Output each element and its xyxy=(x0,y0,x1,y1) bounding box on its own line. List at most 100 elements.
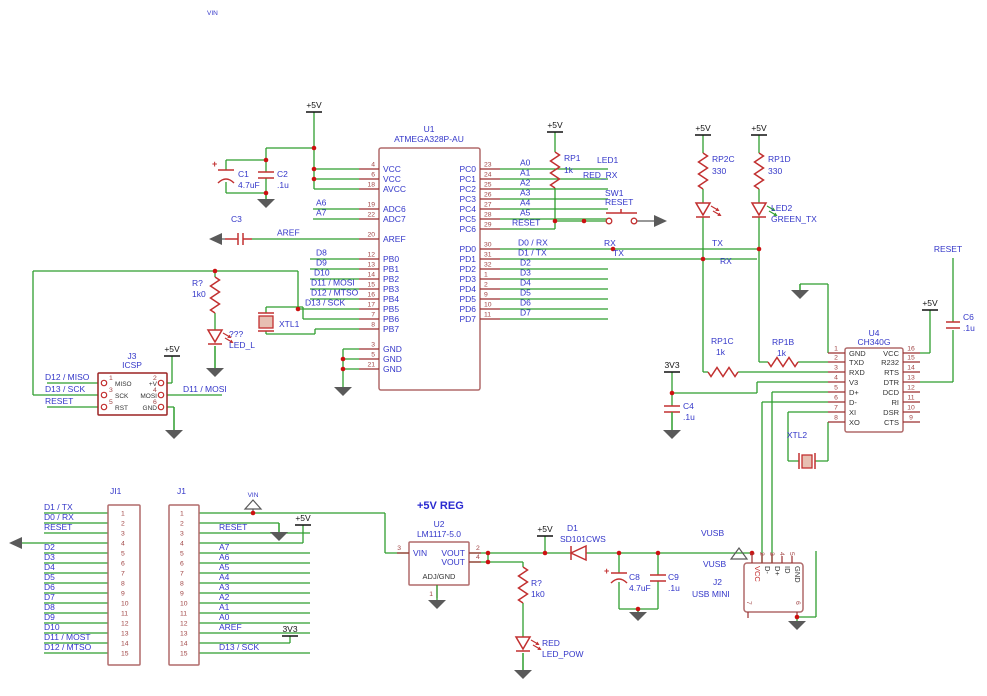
u2-value: LM1117-5.0 xyxy=(417,529,461,539)
j1-refdes: J1 xyxy=(177,486,186,496)
u4-pin-name: RXD xyxy=(849,368,865,377)
led-arrow-head-icon xyxy=(773,212,778,216)
junction-dot xyxy=(212,268,218,274)
resistor-rp1b-icon xyxy=(767,356,799,368)
j2-pin-name: D+ xyxy=(773,566,782,576)
rp1d-value: 330 xyxy=(768,166,782,176)
u4-box xyxy=(844,347,904,433)
net-label: D9 xyxy=(44,612,55,622)
u1-pin-name: PB7 xyxy=(383,324,399,334)
u2-pin-number: 1 xyxy=(429,591,433,598)
generated-pin-stubs xyxy=(359,168,920,423)
gnd-ji1-icon xyxy=(9,537,22,549)
u2-pin-number: 3 xyxy=(397,545,401,552)
led-arrow-head-icon xyxy=(771,207,776,211)
u4-pin-number: 4 xyxy=(834,375,838,382)
v3v3-label: 3V3 xyxy=(664,360,679,370)
ji1-pin-number: 11 xyxy=(121,611,128,618)
u1-pin-number: 25 xyxy=(484,182,492,189)
j1-pin-number: 1 xyxy=(180,511,184,518)
j2-pin-name: D- xyxy=(763,566,772,574)
junction-dot xyxy=(263,157,269,163)
c2-value: .1u xyxy=(277,180,289,190)
u4-pin-name: D+ xyxy=(849,388,859,397)
junction-dot xyxy=(542,550,548,556)
net-label: D12 / MTSO xyxy=(311,288,359,298)
u1-pin-number: 32 xyxy=(484,262,492,269)
r-pow-value: 1k0 xyxy=(531,589,545,599)
junction-dot xyxy=(485,550,491,556)
vusb-label: VUSB xyxy=(703,559,726,569)
u4-pin-number: 6 xyxy=(834,395,838,402)
net-label: D6 xyxy=(520,298,531,308)
u1-pin-number: 7 xyxy=(371,312,375,319)
net-label: D13 / SCK xyxy=(45,384,85,394)
u1-pin-number: 24 xyxy=(484,172,492,179)
net-label: D8 xyxy=(316,248,327,258)
u2-pin-name: VOUT xyxy=(441,557,465,567)
gnd-ledl-icon xyxy=(206,368,224,377)
u1-pin-number: 21 xyxy=(367,362,375,369)
wires xyxy=(22,112,954,670)
j2-pin-name: VCC xyxy=(753,566,762,582)
gnd-j3-icon xyxy=(165,430,183,439)
resistor-rp1-icon xyxy=(549,151,561,189)
u1-pin-name: VCC xyxy=(383,164,401,174)
u4-refdes: U4 xyxy=(869,328,880,338)
rx-label: RX xyxy=(604,238,616,248)
u1-pin-name: PB4 xyxy=(383,294,399,304)
u1-pin-number: 28 xyxy=(484,212,492,219)
led-arrow-icon xyxy=(712,210,720,216)
led-arrow-icon xyxy=(766,205,774,211)
u4-pin-number: 5 xyxy=(834,385,838,392)
u4-pin-number: 15 xyxy=(907,355,915,362)
u1-pin-name: GND xyxy=(383,344,402,354)
rx-label: RX xyxy=(720,256,732,266)
junction-dot xyxy=(749,550,755,556)
u1-pin-name: PC5 xyxy=(459,214,476,224)
capacitor-c6-icon xyxy=(946,321,960,329)
u1-pin-number: 16 xyxy=(367,292,375,299)
j1-pin-number: 6 xyxy=(180,561,184,568)
j3-pin-number: 2 xyxy=(153,375,157,382)
r-led-value: 1k0 xyxy=(192,289,206,299)
net-label: D3 xyxy=(44,552,55,562)
junction-dot xyxy=(700,256,706,262)
j2-pin-number: 2 xyxy=(758,552,765,556)
u4-pin-number: 14 xyxy=(907,365,915,372)
capacitor-c2-icon xyxy=(258,171,274,179)
j3-pin-name: MISO xyxy=(115,381,132,388)
resistor-r-pow-icon xyxy=(517,566,529,604)
u4-pin-name: GND xyxy=(849,349,866,358)
u1-pin-number: 9 xyxy=(484,292,488,299)
xtl1-refdes: XTL1 xyxy=(279,319,300,329)
u4-pin-name: XI xyxy=(849,408,856,417)
u1-pin-number: 2 xyxy=(484,282,488,289)
sw1-contact-right xyxy=(630,217,638,225)
net-label: D2 xyxy=(44,542,55,552)
u2-pin-number: 2 xyxy=(476,545,480,552)
net-label: D6 xyxy=(44,582,55,592)
u1-pin-number: 18 xyxy=(367,182,375,189)
rp1d-refdes: RP1D xyxy=(768,154,791,164)
u1-pin-name: PD3 xyxy=(459,274,476,284)
net-label: D12 / MISO xyxy=(45,372,90,382)
net-label: D7 xyxy=(520,308,531,318)
u2-pin-name: VOUT xyxy=(441,548,465,558)
u1-pin-name: PB2 xyxy=(383,274,399,284)
u1-pin-name: ADC6 xyxy=(383,204,406,214)
led-pow-value: LED_POW xyxy=(542,649,584,659)
net-label: D0 / RX xyxy=(518,238,548,248)
led-arrow-head-icon xyxy=(535,641,540,645)
gnd-c2-icon xyxy=(257,199,275,208)
u1-pin-number: 15 xyxy=(367,282,375,289)
j3-pin-number: 1 xyxy=(109,375,113,382)
u1-pin-name: AREF xyxy=(383,234,406,244)
u1-pin-name: PC4 xyxy=(459,204,476,214)
rp2c-value: 330 xyxy=(712,166,726,176)
u1-pin-number: 4 xyxy=(371,162,375,169)
component-boxes xyxy=(97,147,904,666)
j3-pin-name: RST xyxy=(115,405,128,412)
u1-pin-name: PC0 xyxy=(459,164,476,174)
j2-pin-number: 7 xyxy=(745,601,752,605)
